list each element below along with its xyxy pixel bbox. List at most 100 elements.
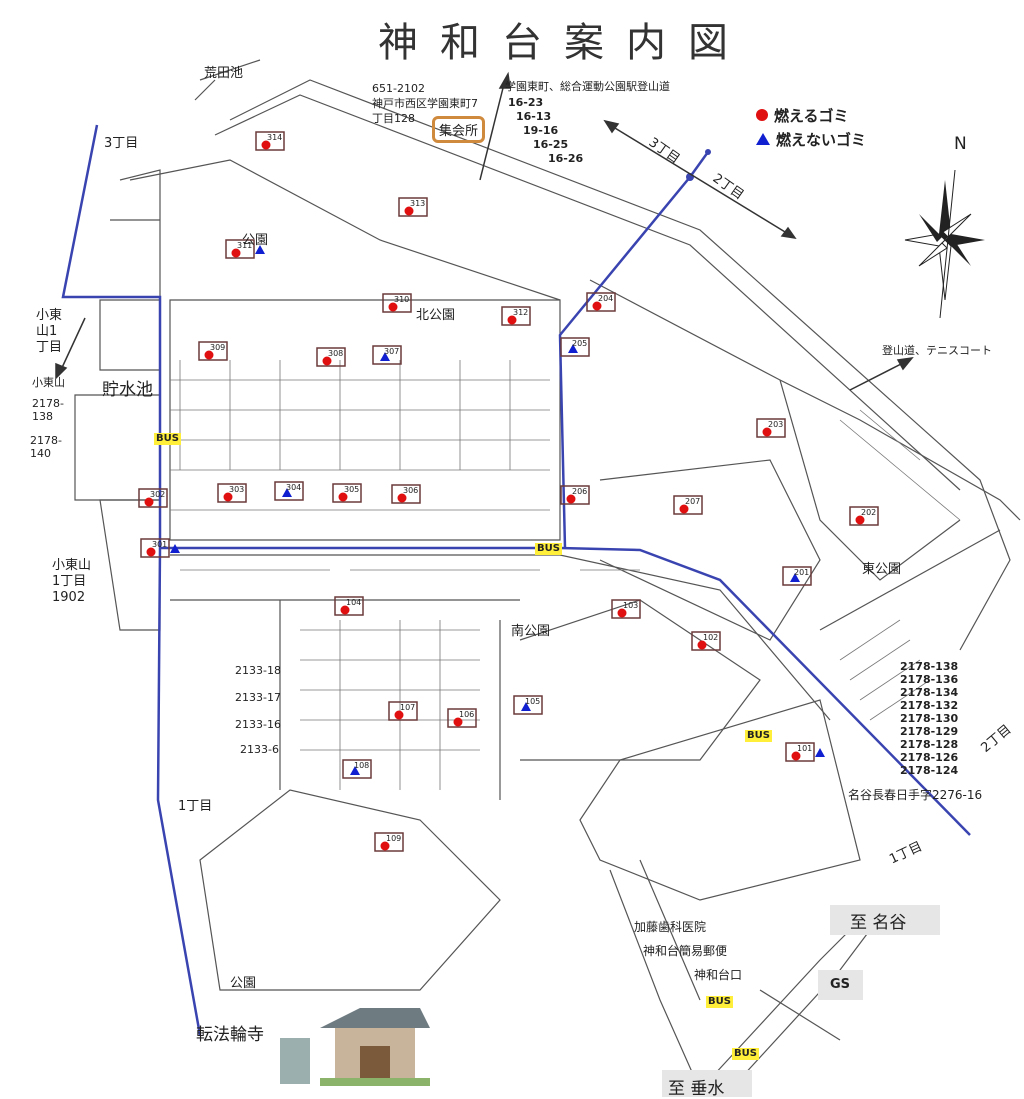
station-box <box>560 337 590 357</box>
station-number: 314 <box>267 133 282 142</box>
station-number: 107 <box>400 703 415 712</box>
garbage-station-101[interactable]: 101 <box>785 742 825 762</box>
station-number: 311 <box>237 241 252 250</box>
station-number: 103 <box>623 601 638 610</box>
burnable-dot-icon <box>261 140 271 150</box>
burnable-dot-icon <box>791 751 801 761</box>
garbage-station-207[interactable]: 207 <box>673 495 703 515</box>
burnable-dot-icon <box>380 841 390 851</box>
station-box <box>225 239 255 259</box>
burnable-dot-icon <box>388 302 398 312</box>
garbage-station-103[interactable]: 103 <box>611 599 641 619</box>
garbage-station-301[interactable]: 301 <box>140 538 180 558</box>
lot-label: 2178-126 <box>900 751 959 764</box>
garbage-station-310[interactable]: 310 <box>382 293 412 313</box>
north-park-label: 北公園 <box>416 308 456 323</box>
lot-label: 2133-16 <box>235 718 281 731</box>
temple-illustration <box>280 1008 430 1086</box>
non-burnable-triangle-icon <box>170 544 180 553</box>
park-label: 公園 <box>242 233 269 248</box>
myodani-parcel-label: 名谷長春日手字2276-16 <box>848 788 983 802</box>
garbage-station-205[interactable]: 205 <box>560 337 590 357</box>
garbage-station-308[interactable]: 308 <box>316 347 346 367</box>
burnable-dot-icon <box>340 605 350 615</box>
garbage-station-108[interactable]: 108 <box>342 759 372 779</box>
garbage-station-302[interactable]: 302 <box>138 488 168 508</box>
burnable-dot-icon <box>697 640 707 650</box>
burnable-dot-icon <box>223 492 233 502</box>
lot-label: 2178-138 <box>900 660 959 673</box>
station-number: 313 <box>410 199 425 208</box>
to-tarumi-label: 至 垂水 <box>668 1079 725 1099</box>
garbage-station-107[interactable]: 107 <box>388 701 418 721</box>
burnable-dot-icon <box>338 492 348 502</box>
reservoir-label: 貯水池 <box>102 380 153 400</box>
east-lots: 2178-138 2178-136 2178-134 2178-132 2178… <box>900 660 958 777</box>
garbage-station-314[interactable]: 314 <box>255 131 285 151</box>
blue-triangle-icon <box>756 133 770 145</box>
address-postal: 651-2102 <box>372 82 425 95</box>
station-box <box>198 341 228 361</box>
burnable-dot-icon <box>566 494 576 504</box>
non-burnable-triangle-icon <box>790 573 800 582</box>
garbage-station-105[interactable]: 105 <box>513 695 543 715</box>
garbage-station-202[interactable]: 202 <box>849 506 879 526</box>
burnable-dot-icon <box>453 717 463 727</box>
garbage-station-311[interactable]: 311 <box>225 239 265 259</box>
arata-pond-label: 荒田池 <box>204 66 244 81</box>
garbage-station-307[interactable]: 307 <box>372 345 402 365</box>
lot-label: 2133-17 <box>235 691 281 704</box>
garbage-station-312[interactable]: 312 <box>501 306 531 326</box>
community-hall: 集会所 <box>432 116 486 143</box>
garbage-station-206[interactable]: 206 <box>560 485 590 505</box>
garbage-station-201[interactable]: 201 <box>782 566 812 586</box>
trail-north-label: 学園東町、総合運動公園駅登山道 <box>505 80 670 93</box>
garbage-station-203[interactable]: 203 <box>756 418 786 438</box>
burnable-dot-icon <box>231 248 241 258</box>
station-box <box>785 742 815 762</box>
lot-label: 19-16 <box>523 124 559 137</box>
bus-stop[interactable]: BUS <box>154 433 181 445</box>
garbage-station-109[interactable]: 109 <box>374 832 404 852</box>
dentist-label: 加藤歯科医院 <box>634 920 707 934</box>
legend: 燃えるゴミ 燃えないゴミ <box>756 104 866 152</box>
garbage-station-313[interactable]: 313 <box>398 197 428 217</box>
district-boundaries <box>61 124 971 1036</box>
burnable-dot-icon <box>679 504 689 514</box>
legend-non-burnable: 燃えないゴミ <box>756 128 866 152</box>
bus-stop[interactable]: BUS <box>745 730 772 742</box>
burnable-dot-icon <box>762 427 772 437</box>
garbage-station-306[interactable]: 306 <box>391 484 421 504</box>
garbage-station-303[interactable]: 303 <box>217 483 247 503</box>
garbage-station-305[interactable]: 305 <box>332 483 362 503</box>
garbage-station-204[interactable]: 204 <box>586 292 616 312</box>
non-burnable-triangle-icon <box>350 766 360 775</box>
legend-burnable-label: 燃えるゴミ <box>774 107 849 125</box>
garbage-station-304[interactable]: 304 <box>274 481 304 501</box>
garbage-station-309[interactable]: 309 <box>198 341 228 361</box>
garbage-stations: 314 313 311 310 312 204 309 308 307 205 203 303 304 3… <box>138 131 879 852</box>
bus-stop[interactable]: BUS <box>535 543 562 555</box>
lot-label: 2178-132 <box>900 699 959 712</box>
station-box <box>849 506 879 526</box>
garbage-station-104[interactable]: 104 <box>334 596 364 616</box>
station-box <box>398 197 428 217</box>
south-park-label: 南公園 <box>511 624 551 639</box>
station-number: 106 <box>459 710 474 719</box>
non-burnable-triangle-icon <box>521 702 531 711</box>
lot-label: 16-13 <box>516 110 552 123</box>
bus-stop[interactable]: BUS <box>706 996 733 1008</box>
chome1-label: 1丁目 <box>178 799 213 814</box>
station-box <box>673 495 703 515</box>
garbage-station-106[interactable]: 106 <box>447 708 477 728</box>
to-myodani-label: 至 名谷 <box>850 913 907 933</box>
garbage-station-102[interactable]: 102 <box>691 631 721 651</box>
station-number: 201 <box>794 568 809 577</box>
bus-stop[interactable]: BUS <box>732 1048 759 1060</box>
trail-east-label: 登山道、テニスコート <box>882 344 992 357</box>
station-number: 301 <box>152 540 167 549</box>
station-number: 305 <box>344 485 359 494</box>
non-burnable-triangle-icon <box>815 748 825 757</box>
station-number: 308 <box>328 349 343 358</box>
